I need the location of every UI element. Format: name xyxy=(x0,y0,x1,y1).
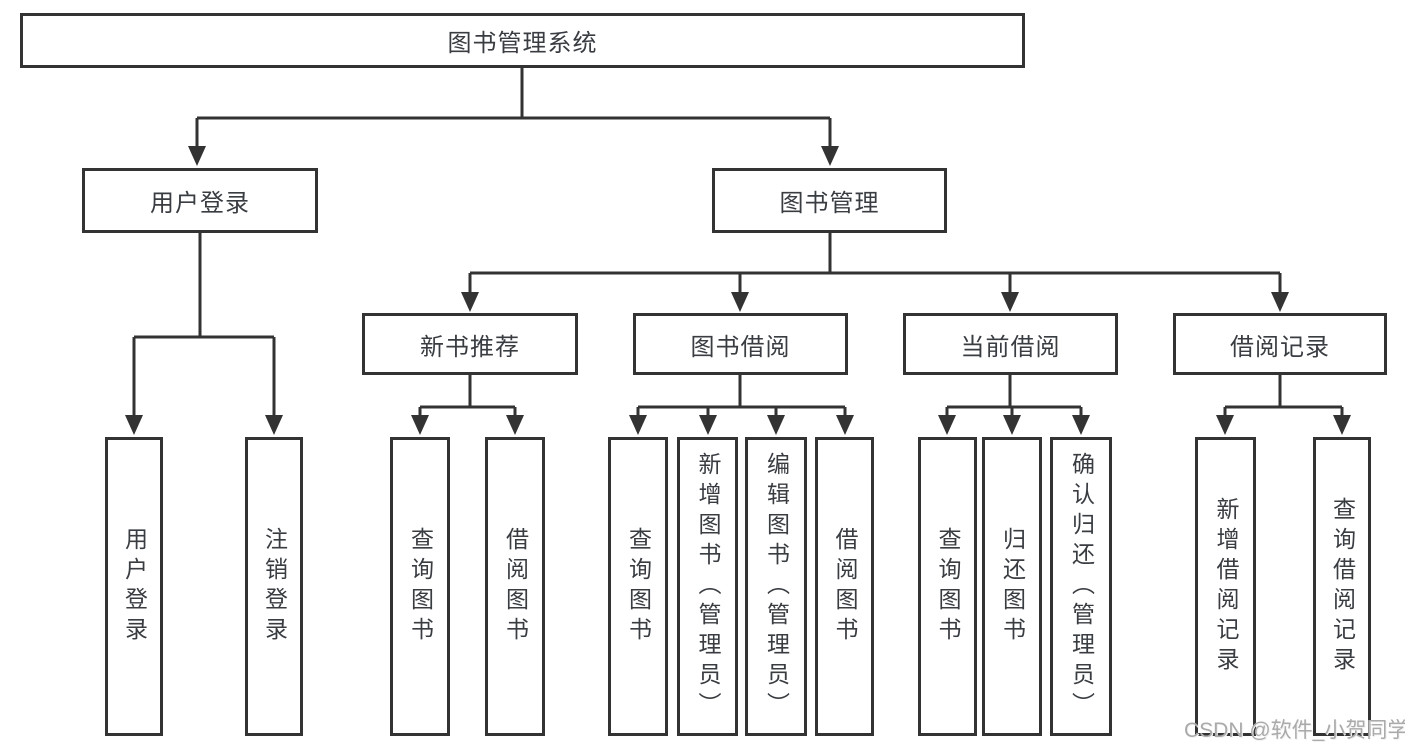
node-book-borrowing: 图书借阅 xyxy=(633,313,848,375)
node-label: 用户登录 xyxy=(150,190,250,217)
node-label: 确认归还（管理员） xyxy=(1068,451,1095,722)
leaf-borrow-books-borrowing: 借阅图书 xyxy=(815,437,874,736)
node-borrowing-records: 借阅记录 xyxy=(1173,313,1387,375)
node-label: 编辑图书（管理员） xyxy=(763,451,790,722)
node-label: 新增借阅记录 xyxy=(1213,496,1239,677)
leaf-query-books-recommend: 查询图书 xyxy=(390,437,450,736)
node-label: 借阅记录 xyxy=(1230,333,1330,361)
leaf-edit-books-admin: 编辑图书（管理员） xyxy=(745,437,807,736)
node-current-borrowing: 当前借阅 xyxy=(903,313,1118,375)
node-label: 查询借阅记录 xyxy=(1329,496,1356,677)
node-new-book-recommend: 新书推荐 xyxy=(362,313,578,375)
node-book-management: 图书管理 xyxy=(712,168,947,233)
node-label: 图书管理系统 xyxy=(447,30,598,57)
leaf-query-books-current: 查询图书 xyxy=(918,437,977,736)
leaf-confirm-return-admin: 确认归还（管理员） xyxy=(1050,437,1112,736)
leaf-logout: 注销登录 xyxy=(245,437,303,736)
leaf-borrow-books-recommend: 借阅图书 xyxy=(485,437,545,736)
arrowhead-icons xyxy=(125,146,1351,435)
csdn-watermark: CSDN @软件_小贺同学 xyxy=(1184,719,1405,742)
node-label: 查询图书 xyxy=(935,526,961,647)
node-label: 注销登录 xyxy=(261,526,288,647)
leaf-query-books-borrowing: 查询图书 xyxy=(608,437,668,736)
node-label: 查询图书 xyxy=(625,526,652,647)
leaf-user-login: 用户登录 xyxy=(105,437,163,736)
node-label: 用户登录 xyxy=(121,526,148,647)
leaf-add-borrow-record: 新增借阅记录 xyxy=(1195,437,1256,736)
node-label: 借阅图书 xyxy=(502,526,529,647)
node-root-system: 图书管理系统 xyxy=(20,13,1025,68)
leaf-return-books: 归还图书 xyxy=(982,437,1042,736)
node-label: 归还图书 xyxy=(999,526,1026,647)
leaf-add-books-admin: 新增图书（管理员） xyxy=(677,437,738,736)
node-user-login: 用户登录 xyxy=(82,168,318,233)
node-label: 查询图书 xyxy=(407,526,434,647)
node-label: 借阅图书 xyxy=(832,526,858,647)
leaf-query-borrow-record: 查询借阅记录 xyxy=(1313,437,1371,736)
node-label: 图书管理 xyxy=(779,190,880,217)
node-label: 图书借阅 xyxy=(690,333,791,361)
node-label: 新书推荐 xyxy=(420,333,520,361)
node-label: 当前借阅 xyxy=(960,333,1061,361)
node-label: 新增图书（管理员） xyxy=(695,451,721,722)
